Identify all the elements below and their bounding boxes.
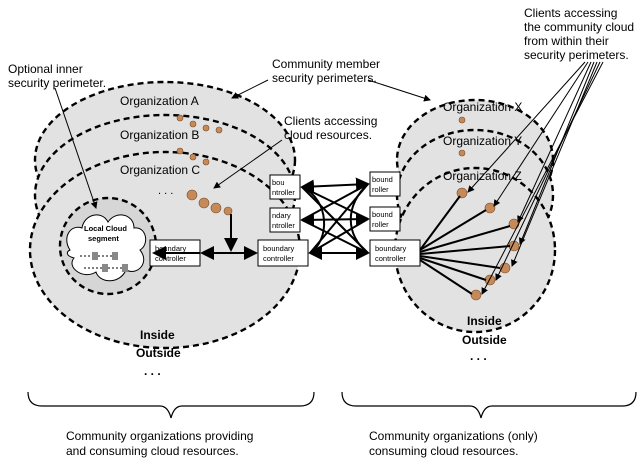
local-cloud-label-2: segment [88, 234, 119, 243]
inside-right: Inside [467, 314, 502, 328]
brace-left [27, 391, 315, 419]
org-c-label: Organization C [120, 163, 200, 177]
bc-local-l2: controller [155, 254, 186, 263]
mesh-links [300, 177, 370, 260]
inside-left: Inside [140, 328, 175, 342]
boundary-controller-y [369, 206, 401, 232]
server-icons [80, 252, 128, 272]
org-y-label: Organization Y [443, 134, 522, 148]
boundary-controller-b [269, 207, 301, 233]
arrow-clients-left [213, 139, 283, 189]
clients-community-l2: the community cloud [524, 20, 634, 34]
brace-right [341, 391, 637, 419]
clients-dots: . . . [158, 185, 173, 197]
org-x-label: Organization X [443, 100, 522, 114]
dots-right: . . . [470, 349, 487, 363]
optional-inner-l2: security perimeter. [8, 76, 106, 90]
boundary-controller-z [369, 239, 421, 267]
bc-a-l1: bou [272, 178, 285, 187]
boundary-controller-x [369, 171, 401, 197]
outside-left: Outside [136, 346, 181, 360]
local-cloud-label-1: Local Cloud [84, 224, 127, 233]
bc-z-l2: controller [375, 254, 406, 263]
bc-b-l2: ntroller [272, 221, 295, 230]
arrow-member-right [367, 79, 431, 102]
bc-c-l1: boundary [263, 244, 295, 253]
bc-local-l1: boundary [155, 244, 187, 253]
boundary-controller-c [257, 239, 309, 267]
arrows-clients-right [467, 61, 604, 295]
boundary-controller-a [269, 174, 301, 200]
bc-b-l1: ndary [272, 211, 291, 220]
clients-accessing-l1: Clients accessing [284, 114, 377, 128]
caption-right-l2: consuming cloud resources. [369, 444, 518, 458]
arrow-member-left [231, 79, 269, 99]
bc-y-l1: bound [372, 210, 393, 219]
arrow-optional-inner [54, 87, 98, 209]
bc-a-l2: ntroller [272, 188, 295, 197]
clients-community-l4: security perimeters. [524, 48, 629, 62]
bc-z-l1: boundary [375, 244, 407, 253]
bc-x-l1: bound [372, 175, 393, 184]
caption-left-l2: and consuming cloud resources. [66, 444, 239, 458]
caption-left-l1: Community organizations providing [66, 429, 253, 443]
community-member-l1: Community member [272, 57, 380, 71]
org-b-label: Organization B [120, 128, 199, 142]
bc-y-l2: roller [372, 220, 389, 229]
outside-right: Outside [462, 333, 507, 347]
clients-accessing-l2: cloud resources. [284, 128, 372, 142]
clients-community-l1: Clients accessing [524, 6, 617, 20]
bc-c-l2: controller [263, 254, 294, 263]
caption-right-l1: Community organizations (only) [369, 429, 538, 443]
right-fan-links [419, 195, 511, 295]
org-a-label: Organization A [120, 94, 199, 108]
optional-inner-l1: Optional inner [8, 62, 83, 76]
community-member-l2: security perimeters. [272, 71, 377, 85]
clients-community-l3: from within their [524, 34, 609, 48]
bc-x-l2: roller [372, 185, 389, 194]
dots-left: . . . [144, 364, 161, 378]
